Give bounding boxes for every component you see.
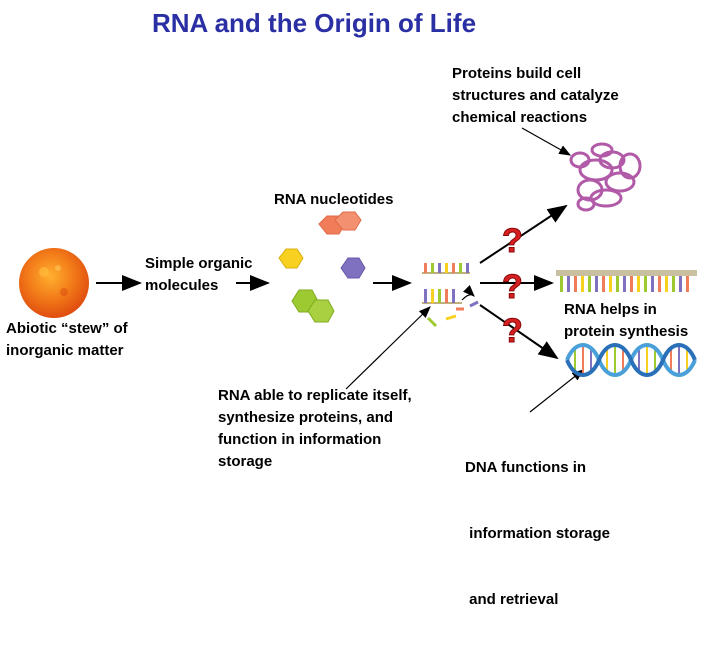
label-line: information storage bbox=[465, 525, 611, 542]
label-line: DNA functions in bbox=[465, 459, 587, 476]
label-line: structures and catalyze bbox=[452, 87, 619, 104]
label-dna-functions: DNA functions in information storage and… bbox=[465, 413, 610, 655]
rna-strands-icon bbox=[422, 263, 479, 328]
arrow-to-dna bbox=[479, 304, 559, 360]
question-mark-bottom: ? bbox=[502, 312, 523, 350]
nucleotide-yellow-hexagon bbox=[278, 248, 304, 269]
pointer-dna bbox=[529, 369, 584, 413]
label-line: storage bbox=[218, 453, 273, 470]
label-line: Proteins build cell bbox=[452, 65, 582, 82]
label-line: function in information bbox=[218, 431, 382, 448]
label-simple-organic-molecules: Simple organic molecules bbox=[145, 253, 253, 297]
protein-structure-icon bbox=[569, 142, 642, 212]
nucleotide-hexagons bbox=[278, 211, 366, 323]
label-line: Abiotic “stew” of bbox=[6, 320, 128, 337]
label-rna-nucleotides: RNA nucleotides bbox=[274, 189, 393, 211]
label-line: RNA helps in bbox=[564, 301, 657, 318]
pointer-proteins bbox=[521, 127, 572, 156]
label-line: Simple organic bbox=[145, 255, 253, 272]
question-mark-top: ? bbox=[502, 222, 523, 260]
label-abiotic-stew: Abiotic “stew” of inorganic matter bbox=[6, 318, 128, 362]
label-proteins: Proteins build cell structures and catal… bbox=[452, 63, 619, 129]
label-line: molecules bbox=[145, 277, 219, 294]
label-line: protein synthesis bbox=[564, 323, 689, 340]
nucleotide-green-hexagon-2 bbox=[307, 299, 335, 323]
page-title: RNA and the Origin of Life bbox=[152, 8, 477, 38]
nucleotide-salmon-hexagon-2 bbox=[334, 211, 362, 231]
label-line: inorganic matter bbox=[6, 342, 124, 359]
label-rna-replicate: RNA able to replicate itself, synthesize… bbox=[218, 385, 412, 473]
pointer-rna-replicate bbox=[345, 306, 431, 390]
arrow-to-proteins bbox=[479, 204, 568, 264]
label-line: and retrieval bbox=[465, 591, 559, 608]
abiotic-sphere-icon bbox=[19, 248, 89, 318]
label-rna-helps: RNA helps in protein synthesis bbox=[564, 299, 688, 343]
label-line: synthesize proteins, and bbox=[218, 409, 394, 426]
nucleotide-purple-hexagon bbox=[340, 257, 366, 279]
label-line: RNA able to replicate itself, bbox=[218, 387, 412, 404]
question-mark-middle: ? bbox=[502, 268, 523, 306]
label-line: RNA nucleotides bbox=[274, 191, 394, 208]
diagram-canvas: ? ? ? RNA and the Origin of Life Protein… bbox=[6, 8, 697, 608]
rna-strand-icon bbox=[556, 270, 697, 292]
diagram-artwork: ? ? ? bbox=[19, 127, 697, 413]
dna-helix-icon bbox=[565, 343, 697, 377]
label-line: chemical reactions bbox=[452, 109, 588, 126]
